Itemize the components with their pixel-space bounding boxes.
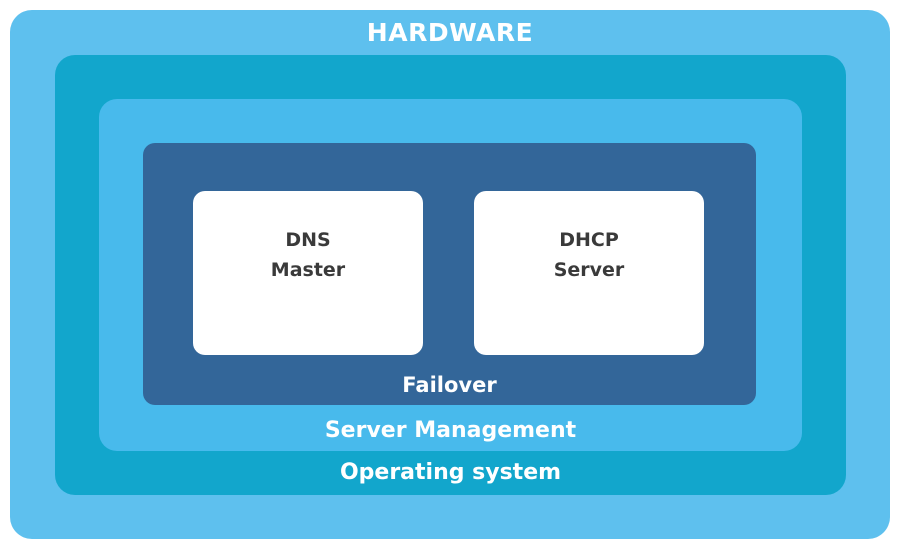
dns-master-line1: DNS [285,229,331,251]
dhcp-server-line2: Server [553,259,625,281]
dhcp-server-box: DHCP Server [474,191,704,355]
dns-master-line2: Master [270,259,346,281]
hardware-label: HARDWARE [366,18,534,47]
dhcp-server-line1: DHCP [559,229,619,251]
failover-layer: DNS Master DHCP Server Failover [143,143,756,405]
operating-system-label: Operating system [339,460,562,485]
dns-master-box: DNS Master [193,191,423,355]
server-management-label: Server Management [324,418,577,443]
failover-label: Failover [402,373,497,397]
